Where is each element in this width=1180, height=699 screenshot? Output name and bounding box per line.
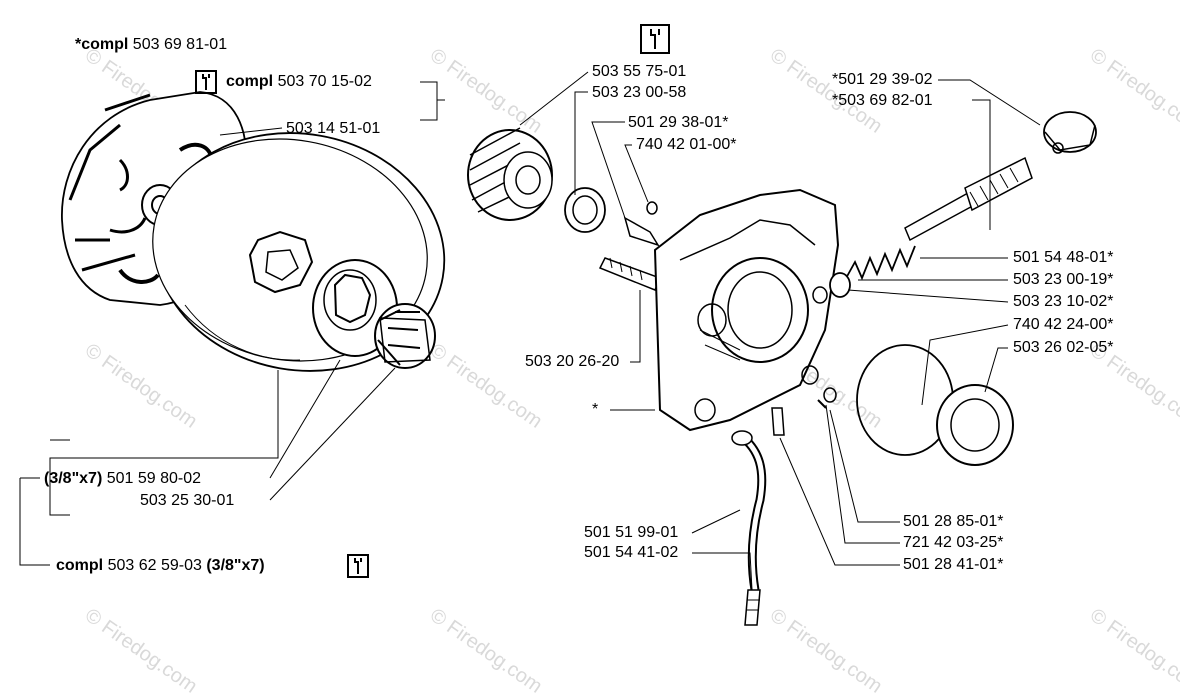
label-503-55-75-01: 503 55 75-01 [592,63,687,80]
label-compl-503-70-15-02: compl 503 70 15-02 [226,73,372,90]
label-compl-503-69-81-01: *compl 503 69 81-01 [75,36,228,53]
label-501-54-48-01: 501 54 48-01* [1013,249,1114,266]
clutch-assembly [61,91,446,372]
label-asterisk: * [592,401,599,418]
label-721-42-03-25: 721 42 03-25* [903,534,1004,551]
oil-pump-assembly [467,111,1097,626]
wrench-icon [347,554,369,578]
label-503-25-30-01: 503 25 30-01 [140,492,235,509]
label-503-14-51-01: 503 14 51-01 [286,120,381,137]
label-503-23-00-58: 503 23 00-58 [592,84,687,101]
wrench-icon [195,70,217,94]
left-leader-lines [19,81,445,566]
exploded-view-drawing [19,71,1097,626]
label-503-23-00-19: 503 23 00-19* [1013,271,1114,288]
label-501-51-99-01: 501 51 99-01 [584,524,679,541]
right-leader-lines [519,71,1041,591]
label-503-23-10-02: 503 23 10-02* [1013,293,1114,310]
label-501-28-41-01: 501 28 41-01* [903,556,1004,573]
label-501-29-39-02: *501 29 39-02 [832,71,933,88]
label-503-69-82-01: *503 69 82-01 [832,92,933,109]
label-501-59-80-02: (3/8"x7) 501 59 80-02 [44,470,202,487]
wrench-icon [640,24,670,54]
label-501-29-38-01: 501 29 38-01* [628,114,729,131]
label-compl-503-62-59-03: compl 503 62 59-03 (3/8"x7) [56,557,265,574]
label-501-28-85-01: 501 28 85-01* [903,513,1004,530]
parts-diagram: © Firedog.com © Firedog.com © Firedog.co… [19,24,1180,698]
label-740-42-01-00: 740 42 01-00* [636,136,737,153]
label-503-26-02-05: 503 26 02-05* [1013,339,1114,356]
label-503-20-26-20: 503 20 26-20 [525,353,620,370]
label-501-54-41-02: 501 54 41-02 [584,544,679,561]
label-740-42-24-00: 740 42 24-00* [1013,316,1114,333]
